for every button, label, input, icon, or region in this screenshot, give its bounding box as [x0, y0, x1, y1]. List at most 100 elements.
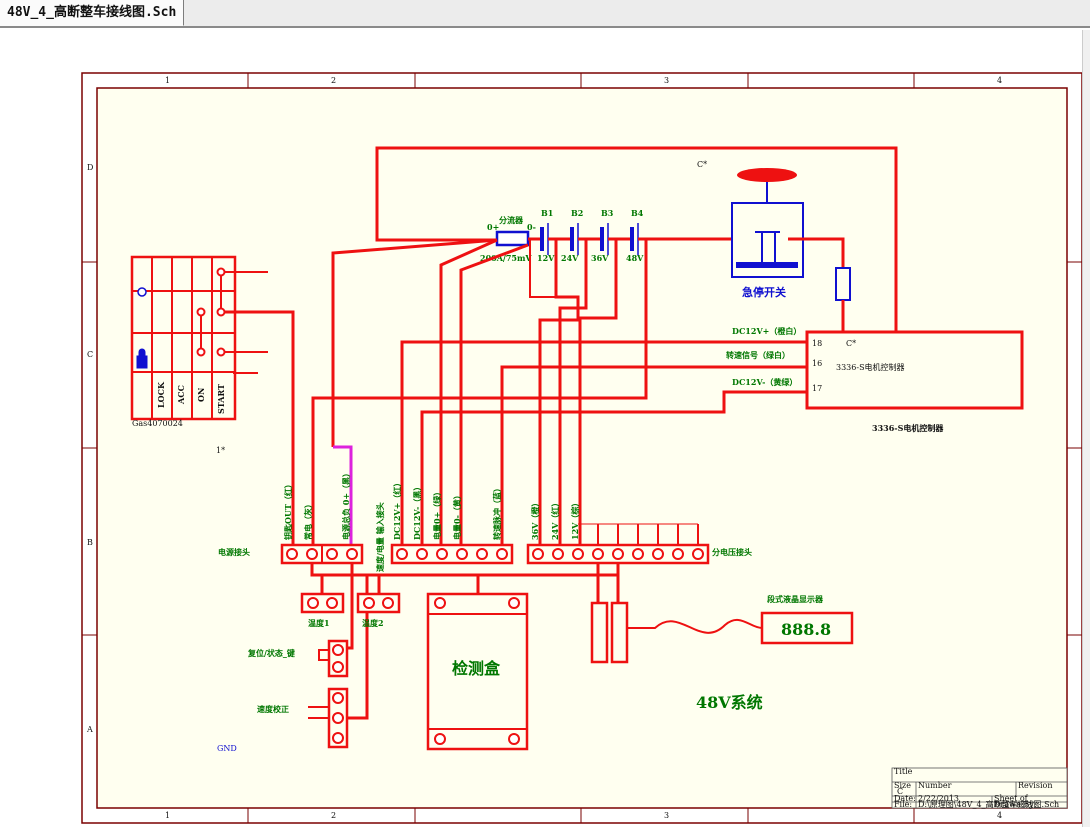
fuse: [835, 267, 851, 301]
svg-text:C: C: [897, 787, 903, 796]
vertical-scrollbar[interactable]: [1082, 30, 1090, 827]
speed-wire-2: DC12V-（黑）: [412, 483, 422, 540]
wire-shunt-sense-pos: [439, 238, 498, 545]
shunt-resistor: [495, 230, 530, 247]
schematic-sheet: .w{stroke:#ee1111;stroke-width:3;fill:no…: [81, 72, 1083, 824]
controller-pin-16: 16: [812, 359, 822, 368]
speed-connector-label: 速度/电量 输入接头: [375, 502, 385, 572]
detection-box: 检测盒: [426, 592, 529, 751]
svg-text:Size: Size: [894, 781, 911, 790]
wire-shunt-pos-power: [331, 238, 498, 447]
socket-temp1: 温度1: [300, 592, 345, 628]
svg-text:B2: B2: [571, 208, 583, 218]
wire-top-loop: [375, 146, 898, 332]
speed-adjust[interactable]: 速度校正: [257, 687, 349, 749]
zone-col-2b: 2: [331, 811, 336, 820]
speed-wire-5: 转速脉冲（蓝）: [492, 484, 502, 540]
battery-string: 分流器 0+ 0- 200A/75mV B1 12V B2 24V B3 36V…: [480, 208, 644, 263]
svg-text:12V: 12V: [537, 253, 555, 263]
wire-b2-tap: [558, 239, 588, 545]
svg-text:Date:: Date:: [894, 794, 916, 803]
zone-row-a: A: [86, 725, 93, 734]
divider-wire-2: 24V（红）: [550, 499, 560, 540]
svg-text:24V: 24V: [561, 253, 579, 263]
divider-top-stubs: [578, 523, 699, 545]
svg-text:B3: B3: [601, 208, 614, 218]
zone-col-1: 1: [165, 76, 170, 85]
controller-pin-17: 17: [812, 384, 822, 393]
zone-row-b: B: [87, 538, 93, 547]
connector-speed: 速度/电量 输入接头 DC12V+（红） DC12V-（黑） 电量0+（绿） 电…: [375, 479, 514, 572]
connector-power: 电源接头 钥匙OUT（红） 常电（灰） 电源总负 0+（黑）: [218, 469, 364, 565]
key-pos-acc: ACC: [176, 385, 186, 405]
wire-shunt-neg-to-b1: [529, 239, 560, 298]
controller-pin-18: 18: [812, 339, 822, 348]
zone-row-d: D: [87, 163, 93, 172]
reset-key[interactable]: 复位/状态_键: [247, 639, 349, 678]
pin16-label: 转速信号（绿白）: [726, 350, 790, 360]
mark-star: 1*: [216, 446, 225, 455]
document-tab[interactable]: 48V_4_高断整车接线图.Sch: [0, 0, 185, 26]
frame-zone-dividers: [82, 73, 1082, 823]
controller-box: [805, 330, 1024, 410]
svg-text:D:\原理图\48V_4_高断整车接线图.Sch: D:\原理图\48V_4_高断整车接线图.Sch: [918, 799, 1059, 809]
power-wire-1: 钥匙OUT（红）: [283, 480, 293, 540]
speed-wire-3: 电量0+（绿）: [432, 488, 442, 540]
power-connector-label: 电源接头: [218, 547, 250, 557]
reset-key-label: 复位/状态_键: [247, 648, 295, 658]
key-switch[interactable]: LOCK ACC ON START Gas4070024: [130, 255, 237, 428]
zone-col-4: 4: [997, 76, 1002, 85]
key-switch-body: [130, 255, 237, 421]
mark-c1: C*: [697, 160, 707, 169]
speed-wire-4: 电量0-（黄）: [452, 491, 462, 540]
switch-label: 急停开关: [742, 285, 786, 299]
detection-box-label: 检测盒: [452, 659, 501, 678]
svg-text:B4: B4: [631, 208, 644, 218]
key-pos-start: START: [216, 384, 226, 414]
zone-col-2: 2: [331, 76, 336, 85]
wire-shunt-sense-neg: [459, 243, 529, 545]
zone-row-c: C: [87, 350, 93, 359]
shunt-pos: 0+: [487, 222, 499, 232]
wire-pin16: [500, 365, 807, 545]
svg-text:36V: 36V: [591, 253, 609, 263]
wire-key-out: [225, 310, 295, 545]
power-wire-3: 电源总负 0+（黑）: [341, 469, 351, 540]
divider-wire-1: 36V（橙）: [530, 499, 540, 540]
wire-b4-tap: [311, 239, 648, 545]
shunt-neg: 0-: [527, 222, 536, 232]
wire-pin17: [420, 390, 807, 545]
controller-mark: C*: [846, 339, 856, 348]
zone-col-3b: 3: [664, 811, 669, 820]
system-label: 48V系统: [696, 693, 763, 712]
svg-text:48V: 48V: [626, 253, 644, 263]
emergency-switch[interactable]: 急停开关: [731, 168, 804, 299]
temp1-label: 温度1: [308, 618, 330, 628]
controller-title: 3336-S电机控制器: [836, 362, 905, 372]
svg-text:Number: Number: [918, 781, 952, 790]
ribbon-cable: [627, 618, 763, 634]
speed-wire-1: DC12V+（红）: [392, 479, 402, 540]
power-wire-2: 常电（灰）: [303, 500, 313, 540]
schematic-canvas[interactable]: .w{stroke:#ee1111;stroke-width:3;fill:no…: [0, 30, 1090, 827]
zone-col-3: 3: [664, 76, 669, 85]
zone-col-1b: 1: [165, 811, 170, 820]
motor-controller: C* 3336-S电机控制器 18 16 17 3336-S电机控制器 DC12…: [726, 326, 1024, 433]
lcd-display: 段式液晶显示器 888.8: [590, 594, 854, 664]
wire-magenta: [333, 445, 353, 545]
wire-speed-adjust: [347, 575, 369, 720]
shunt-label: 分流器: [499, 215, 524, 225]
title-block-text: Title Size C Number Revision Date: 2/22/…: [894, 767, 1059, 809]
sheet-inner-frame: [96, 87, 1068, 809]
socket-temp2: 温度2: [356, 592, 401, 628]
svg-text:Title: Title: [894, 767, 913, 776]
temp2-label: 温度2: [362, 618, 384, 628]
svg-text:Drawn By:: Drawn By:: [994, 800, 1037, 809]
lock-icon: [136, 348, 148, 369]
svg-text:File:: File:: [894, 800, 912, 809]
gnd-mark: GND: [217, 744, 237, 753]
key-pos-on: ON: [196, 388, 206, 402]
title-block: [891, 767, 1068, 809]
tab-bar: 48V_4_高断整车接线图.Sch: [0, 0, 1090, 28]
frame-zone-labels: 1 2 3 4 1 2 3 4 D C B A: [86, 76, 1002, 820]
